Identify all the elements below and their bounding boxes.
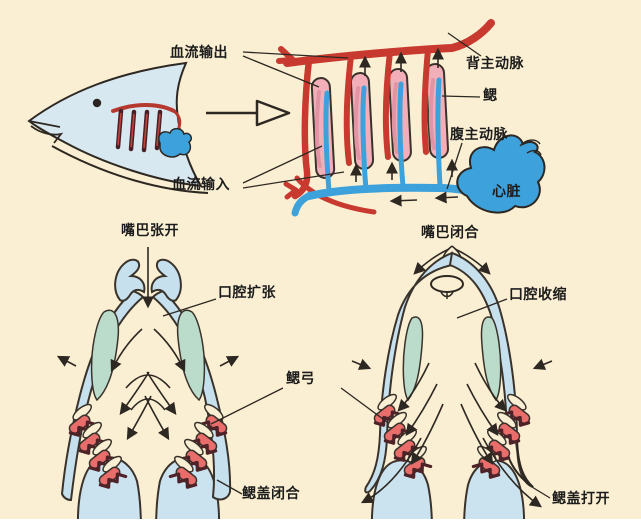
label-operculum-closed: 鳃盖闭合 bbox=[242, 485, 300, 501]
water-flow-arrows-open bbox=[56, 247, 240, 441]
blood-flow-arrows bbox=[350, 47, 459, 207]
label-blood-flow-out: 血流输出 bbox=[170, 44, 228, 60]
label-ventral-aorta: 腹主动脉 bbox=[450, 126, 508, 142]
water-flow-arrows-closed bbox=[351, 248, 553, 508]
fish-head-gills-icon bbox=[111, 103, 182, 153]
mouth-closed-leader-lines bbox=[456, 298, 551, 499]
label-mouth-open: 嘴巴张开 bbox=[121, 222, 179, 238]
label-operculum-open: 鳃盖打开 bbox=[552, 490, 610, 506]
ventral-aorta-vessels bbox=[291, 77, 546, 217]
label-mouth-closed: 嘴巴闭合 bbox=[421, 224, 479, 240]
heart-shape bbox=[456, 134, 546, 214]
label-gill: 鳃 bbox=[483, 87, 498, 103]
gill-arches-right-cluster bbox=[471, 393, 531, 479]
label-gill-arch: 鳃弓 bbox=[286, 370, 315, 386]
label-buccal-contraction: 口腔收缩 bbox=[509, 286, 567, 302]
label-blood-flow-in: 血流输入 bbox=[172, 176, 230, 192]
transform-arrow-icon bbox=[206, 99, 291, 127]
fish-head-illustration bbox=[27, 61, 209, 194]
circulation-leader-lines bbox=[242, 32, 482, 190]
label-heart: 心脏 bbox=[492, 183, 521, 199]
label-buccal-expansion: 口腔扩张 bbox=[218, 284, 276, 300]
fish-top-view-mouth-open bbox=[56, 247, 243, 531]
fish-head-heart-icon bbox=[158, 127, 192, 158]
gill-arches-right-cluster bbox=[168, 403, 228, 489]
gill-arch-leader-lines bbox=[210, 387, 388, 425]
bottom-white-strip bbox=[0, 519, 641, 532]
closed-mouth-cavity bbox=[430, 275, 464, 293]
gill-circulation-diagram bbox=[242, 19, 546, 217]
gill-filaments bbox=[310, 63, 449, 179]
mouth-open-leader-lines bbox=[162, 298, 243, 495]
label-dorsal-aorta: 背主动脉 bbox=[466, 55, 524, 71]
fish-top-view-mouth-closed bbox=[351, 245, 553, 531]
fish-eye bbox=[92, 98, 102, 108]
gill-arches-left-cluster bbox=[68, 403, 128, 489]
